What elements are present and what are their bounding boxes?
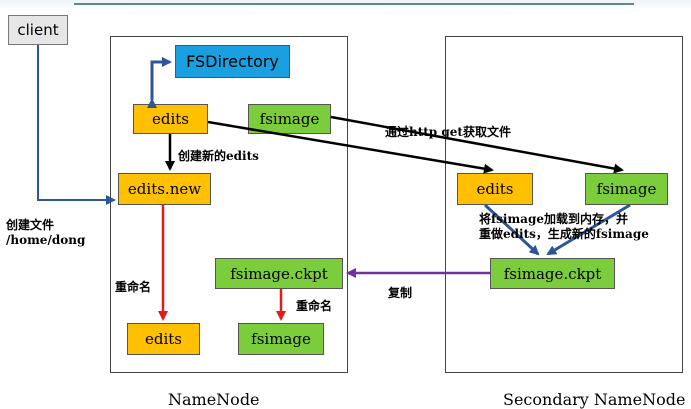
secondary-fsimage-ckpt-node: fsimage.ckpt [490, 258, 615, 289]
create-file-text: 创建文件 [6, 218, 55, 232]
namenode-fsimage-node: fsimage [248, 104, 331, 134]
top-rule [74, 3, 634, 5]
secondary-fsimage-label: fsimage [596, 180, 657, 198]
final-edits-node: edits [127, 323, 200, 355]
client-arrow [37, 45, 116, 205]
secondary-fsimage-node: fsimage [585, 173, 668, 205]
fsdirectory-label: FSDirectory [186, 52, 279, 71]
merge-edits-arrow [483, 203, 540, 256]
client-label: client [17, 21, 59, 39]
fsdirectory-node: FSDirectory [175, 45, 290, 78]
final-fsimage-node: fsimage [238, 323, 324, 355]
edits-new-node: edits.new [118, 173, 211, 205]
secondary-fsimage-ckpt-label: fsimage.ckpt [503, 264, 602, 283]
namenode-fsimage-ckpt-label: fsimage.ckpt [230, 264, 328, 283]
load-merge-line2: 重做edits，生成新的fsimage [479, 227, 649, 241]
create-file-path: /home/dong [6, 233, 86, 247]
create-file-label: 创建文件 /home/dong [6, 218, 85, 248]
namenode-fsimage-ckpt-node: fsimage.ckpt [215, 258, 343, 289]
secondary-edits-node: edits [457, 173, 533, 205]
edits-new-label: edits.new [127, 180, 202, 198]
client-box: client [8, 15, 68, 45]
copy-label: 复制 [388, 286, 413, 300]
final-edits-label: edits [144, 330, 182, 348]
load-merge-line1: 将fsimage加载到内存，并 [479, 212, 628, 226]
create-new-edits-label: 创建新的edits [178, 149, 259, 163]
http-get-label: 通过http get获取文件 [385, 125, 511, 139]
load-merge-label: 将fsimage加载到内存，并 重做edits，生成新的fsimage [479, 212, 649, 242]
namenode-title: NameNode [168, 390, 260, 409]
secondary-namenode-title: Secondary NameNode [503, 390, 686, 409]
fsdirectory-edits-arrow [147, 57, 172, 108]
rename-left-label: 重命名 [115, 280, 152, 294]
rename-right-label: 重命名 [296, 299, 333, 313]
merge-fsimage-arrow [546, 203, 631, 256]
final-fsimage-label: fsimage [251, 330, 311, 348]
http-edits-arrow [207, 120, 494, 174]
namenode-fsimage-label: fsimage [259, 110, 320, 128]
namenode-edits-label: edits [151, 110, 189, 128]
secondary-edits-label: edits [476, 180, 514, 198]
top-decoration [0, 0, 691, 10]
http-fsimage-arrow [330, 115, 624, 174]
